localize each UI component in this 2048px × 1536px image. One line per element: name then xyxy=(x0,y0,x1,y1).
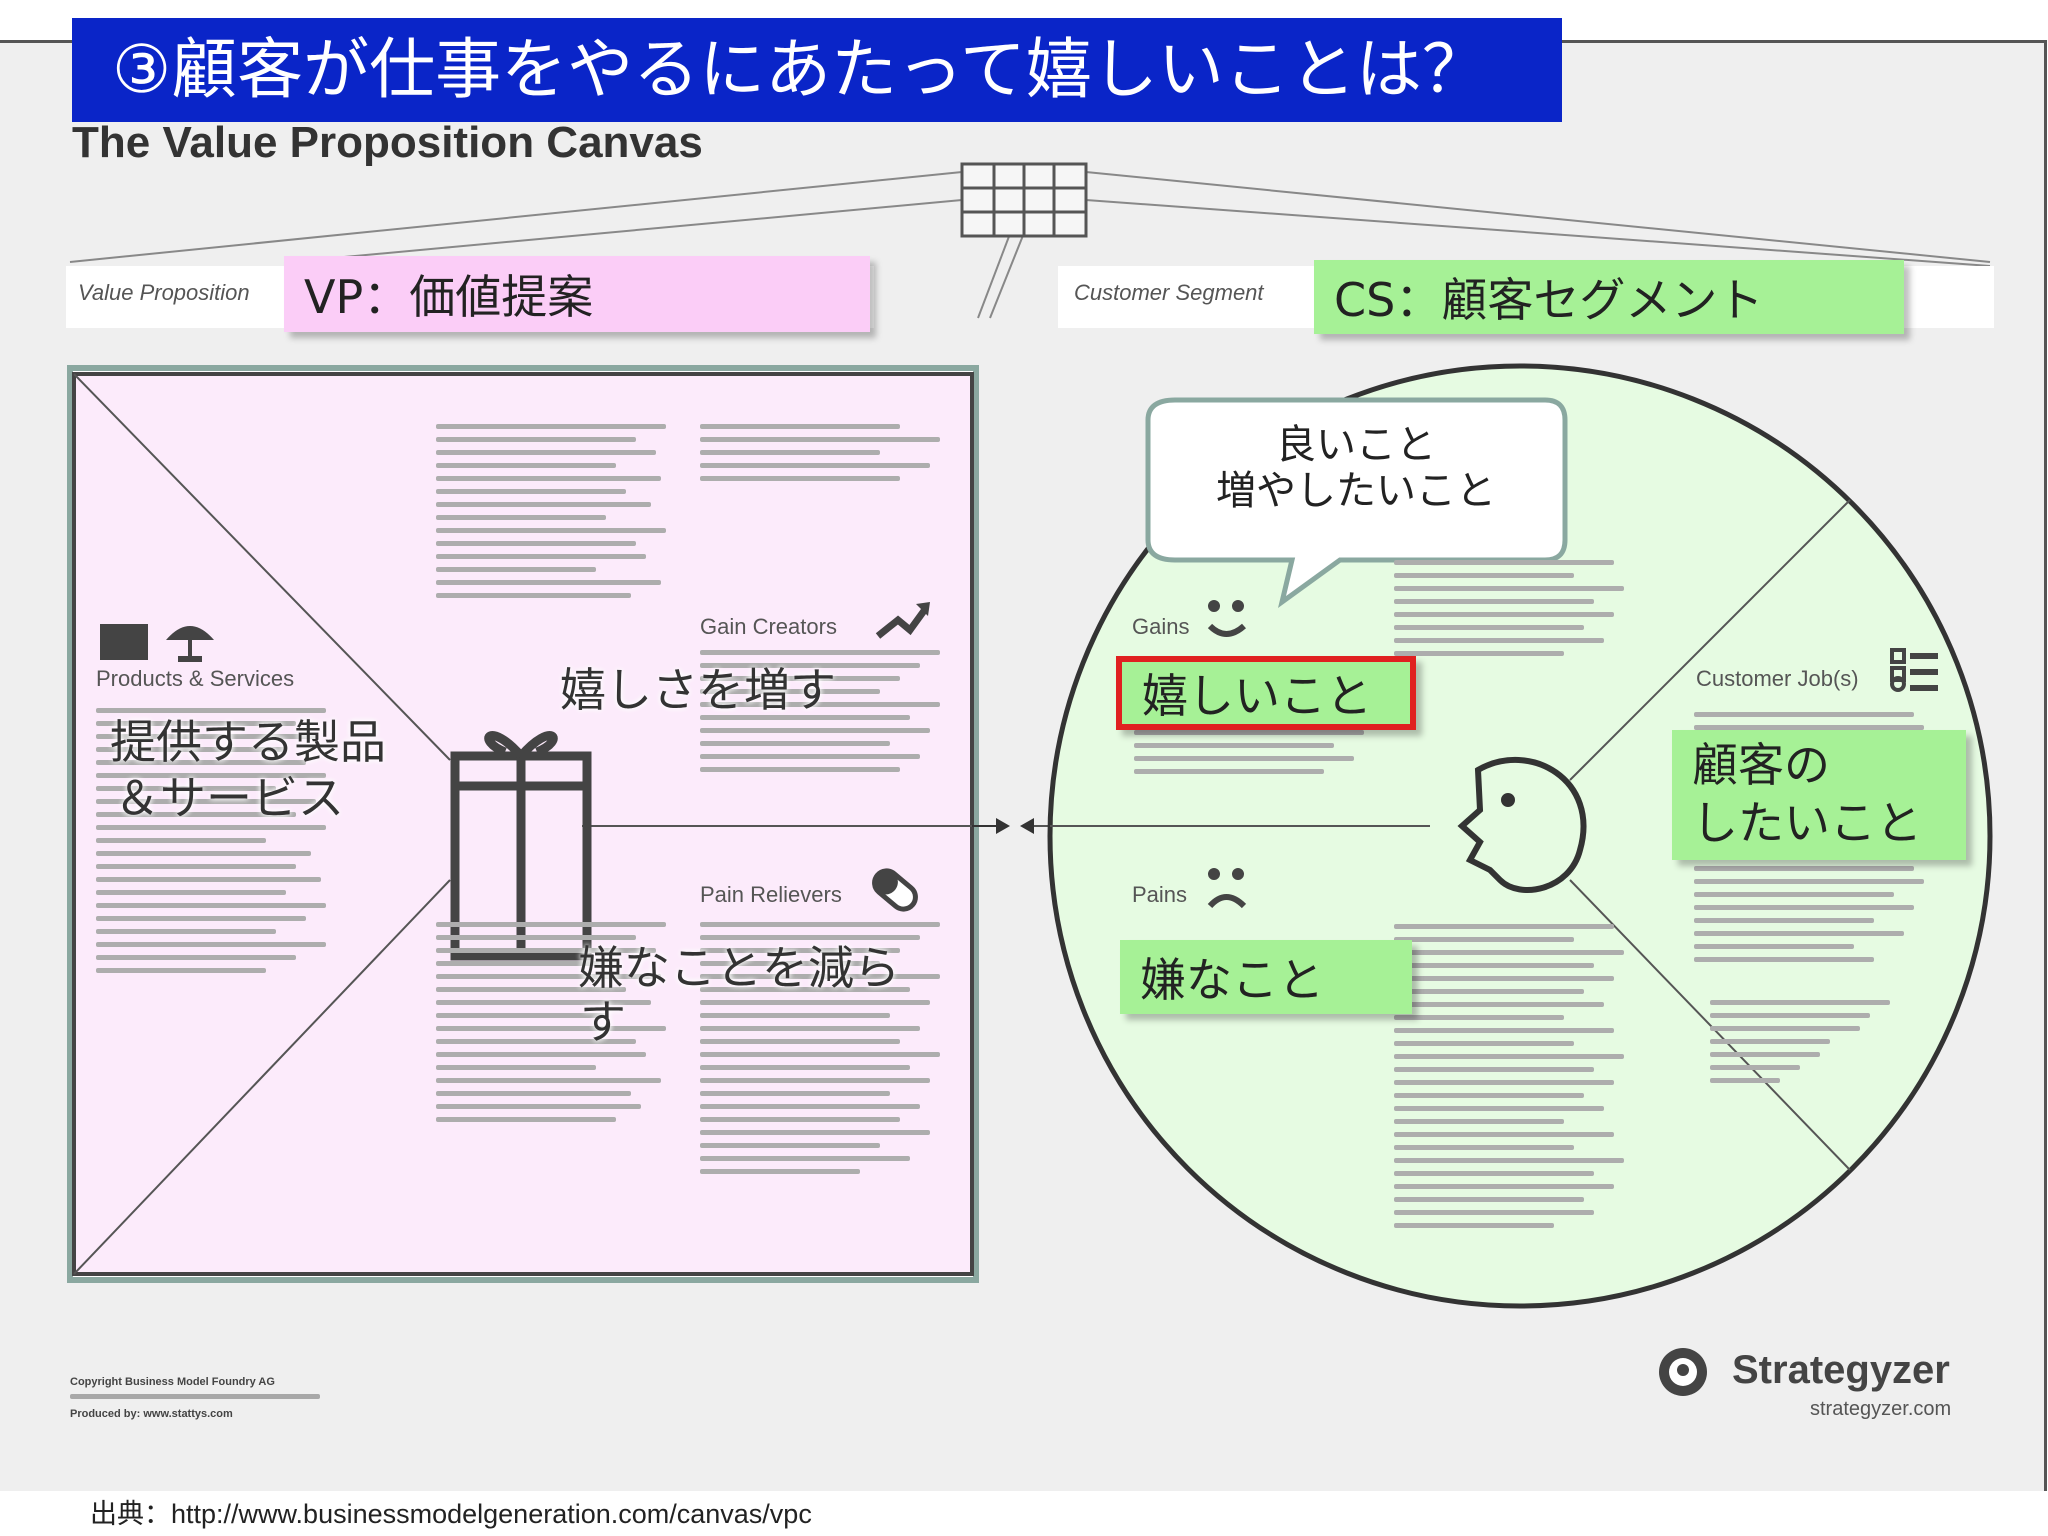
arrow-left-icon xyxy=(1020,818,1034,834)
strategyzer-url: strategyzer.com xyxy=(1810,1398,1952,1420)
customer-face-icon xyxy=(1457,757,1587,893)
source-citation: 出典：http://www.businessmodelgeneration.co… xyxy=(90,1499,812,1529)
cs-note: CS：顧客セグメント xyxy=(1314,260,1904,334)
gain-creators-fine-print-3 xyxy=(700,650,950,780)
frown-icon xyxy=(1207,868,1247,909)
pill-icon xyxy=(872,868,918,912)
slide-title: ③顧客が仕事をやるにあたって嬉しいことは？ xyxy=(72,18,1562,122)
gain-creators-overlay: 嬉しさを増す xyxy=(560,663,836,717)
copyright-text: Copyright Business Model Foundry AG xyxy=(70,1376,275,1388)
jobs-fine-print-3 xyxy=(1710,1000,1910,1091)
pain-relievers-overlay-line2: す xyxy=(580,995,626,1049)
produced-by-text: Produced by: www.stattys.com xyxy=(70,1408,233,1420)
gains-note: 嬉しいこと xyxy=(1116,656,1416,730)
gains-label: Gains xyxy=(1132,614,1190,639)
pains-note: 嫌なこと xyxy=(1120,940,1412,1014)
pain-relievers-fine-print-2 xyxy=(700,922,950,1182)
grid-icon xyxy=(960,162,1088,238)
checklist-icon xyxy=(1890,648,1938,692)
gain-creators-label: Gain Creators xyxy=(700,614,837,639)
value-proposition-label: Value Proposition xyxy=(78,280,250,305)
strategyzer-brand: Strategyzer xyxy=(1732,1348,1950,1392)
products-fine-print xyxy=(96,708,336,981)
customer-segment-label: Customer Segment xyxy=(1074,280,1264,305)
pains-fine-print xyxy=(1394,924,1634,1236)
trend-up-icon xyxy=(875,605,929,639)
jobs-note-line2: したいこと xyxy=(1692,796,1922,850)
jobs-note-line1: 顧客の xyxy=(1692,738,1830,792)
canvas-title: The Value Proposition Canvas xyxy=(72,118,703,167)
customer-jobs-label: Customer Job(s) xyxy=(1696,666,1859,691)
speech-bubble-line2: 増やしたいこと xyxy=(1216,468,1496,514)
speech-bubble-text: 良いこと 増やしたいこと xyxy=(1150,422,1562,514)
smiley-icon xyxy=(1207,600,1246,637)
jobs-fine-print-2 xyxy=(1694,866,1934,970)
pain-relievers-fine-print xyxy=(436,922,672,1130)
service-icon xyxy=(166,626,214,662)
pain-relievers-label: Pain Relievers xyxy=(700,882,842,907)
gain-creators-fine-print xyxy=(436,424,672,606)
pains-label: Pains xyxy=(1132,882,1188,907)
products-overlay-line2: ＆サービス xyxy=(114,771,344,825)
gain-creators-fine-print-2 xyxy=(700,424,950,489)
jobs-note: 顧客の したいこと xyxy=(1672,730,1966,860)
products-overlay-line1: 提供する製品 xyxy=(110,715,386,769)
strategyzer-logo-icon xyxy=(1659,1348,1707,1396)
speech-bubble-line1: 良いこと xyxy=(1276,422,1436,468)
products-services-label: Products & Services xyxy=(96,666,295,691)
speech-bubble xyxy=(1145,397,1568,608)
arrow-right-icon xyxy=(996,818,1010,834)
product-box-icon xyxy=(100,624,148,660)
pain-relievers-overlay-line1: 嫌なことを減ら xyxy=(578,941,900,995)
gains-fine-print xyxy=(1394,560,1634,664)
copyright-fine-line xyxy=(70,1394,320,1399)
vp-note: VP：価値提案 xyxy=(284,256,870,332)
gains-fine-print-2 xyxy=(1134,730,1374,782)
